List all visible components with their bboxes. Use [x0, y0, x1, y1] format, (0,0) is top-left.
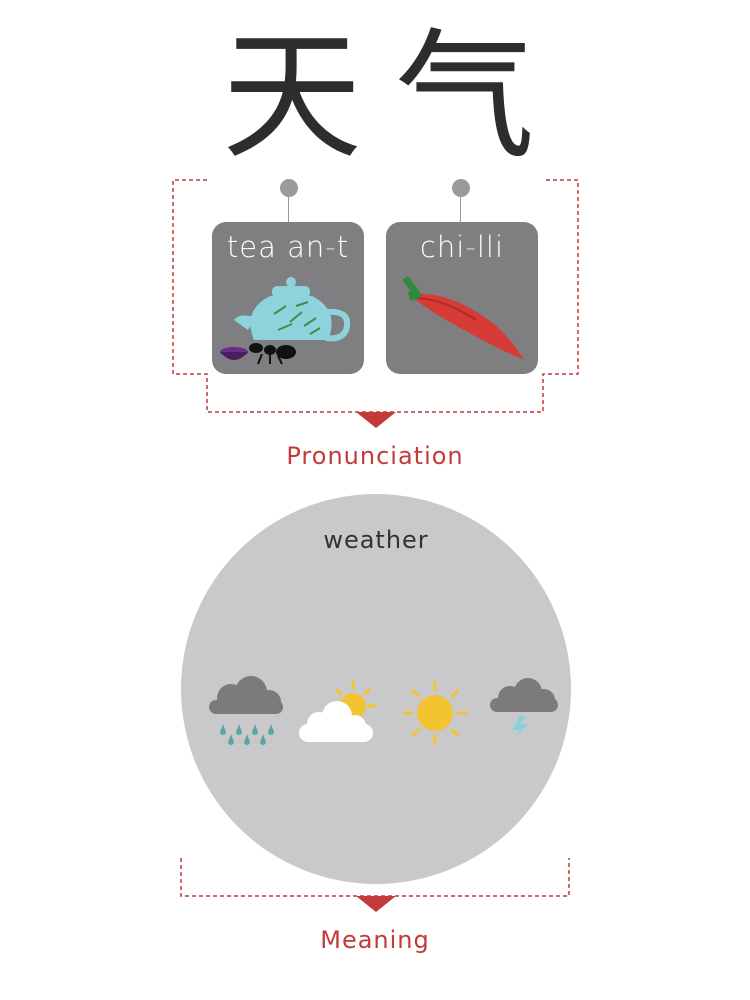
mnemonic-label-chilli: chi-lli [419, 230, 505, 264]
rain-cloud-icon [209, 676, 283, 745]
sun-icon [402, 680, 468, 746]
thunder-cloud-icon [490, 678, 558, 740]
mnemonic-card-chilli: chi-lli [386, 222, 538, 374]
meaning-word: weather [323, 526, 429, 554]
character-tian: 天 [222, 16, 363, 179]
connector-stem-left [288, 196, 289, 224]
pronunciation-arrow [356, 412, 396, 428]
meaning-arrow [356, 896, 396, 912]
sun-behind-cloud-icon [299, 680, 377, 742]
character-qi: 气 [395, 16, 536, 179]
connector-dot-right [452, 179, 470, 197]
connector-stem-right [460, 196, 461, 224]
teapot-ant-illustration [220, 277, 350, 365]
meaning-label: Meaning [320, 926, 430, 954]
mnemonic-card-tea-ant: tea an-t [212, 222, 364, 374]
chilli-pepper-illustration [402, 276, 524, 360]
connector-dot-left [280, 179, 298, 197]
pronunciation-label: Pronunciation [286, 442, 464, 470]
mnemonic-label-tea-ant: tea an-t [226, 230, 350, 264]
